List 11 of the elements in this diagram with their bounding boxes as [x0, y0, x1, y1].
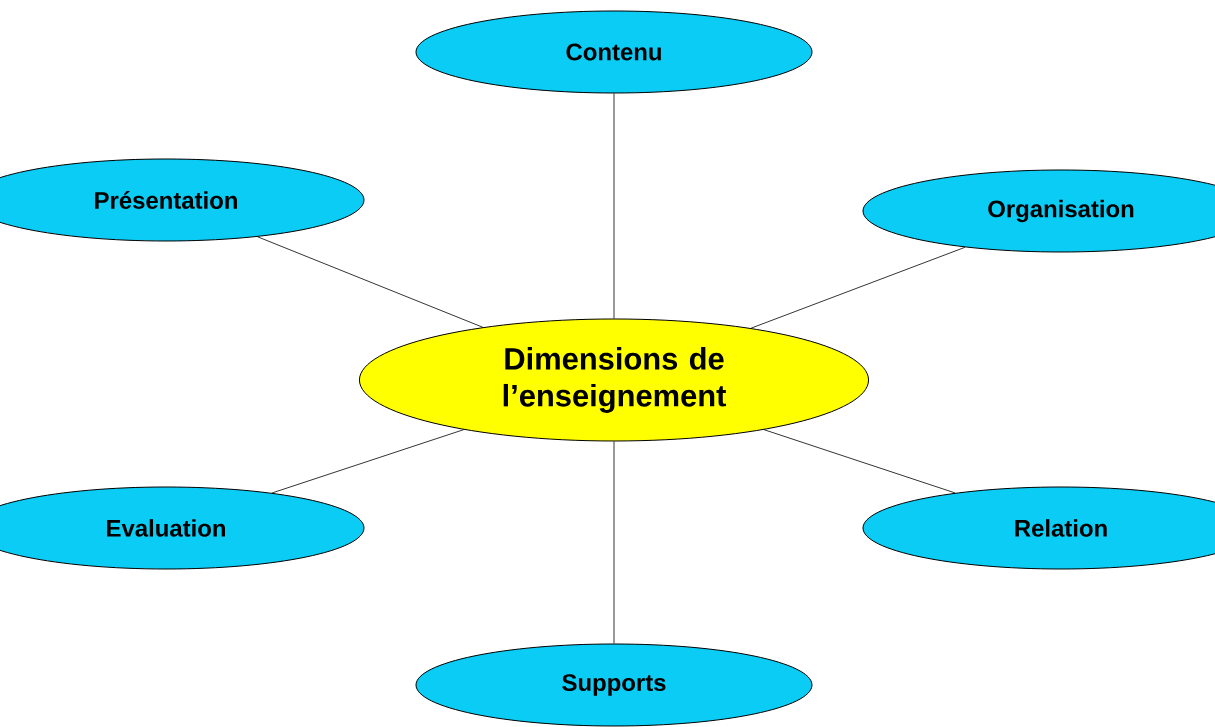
ellipse-node: Supports — [415, 643, 813, 727]
ellipse-node: Dimensions de l’enseignement — [358, 318, 870, 442]
connector-line — [613, 93, 615, 319]
connector-line — [257, 236, 484, 328]
connector-line — [750, 246, 966, 329]
ellipse-node: Contenu — [415, 10, 813, 94]
ellipse-node: Relation — [862, 486, 1215, 570]
ellipse-node: Organisation — [862, 169, 1215, 253]
connector-line — [613, 441, 615, 644]
connector-line — [271, 429, 465, 494]
connector-line — [763, 429, 956, 494]
